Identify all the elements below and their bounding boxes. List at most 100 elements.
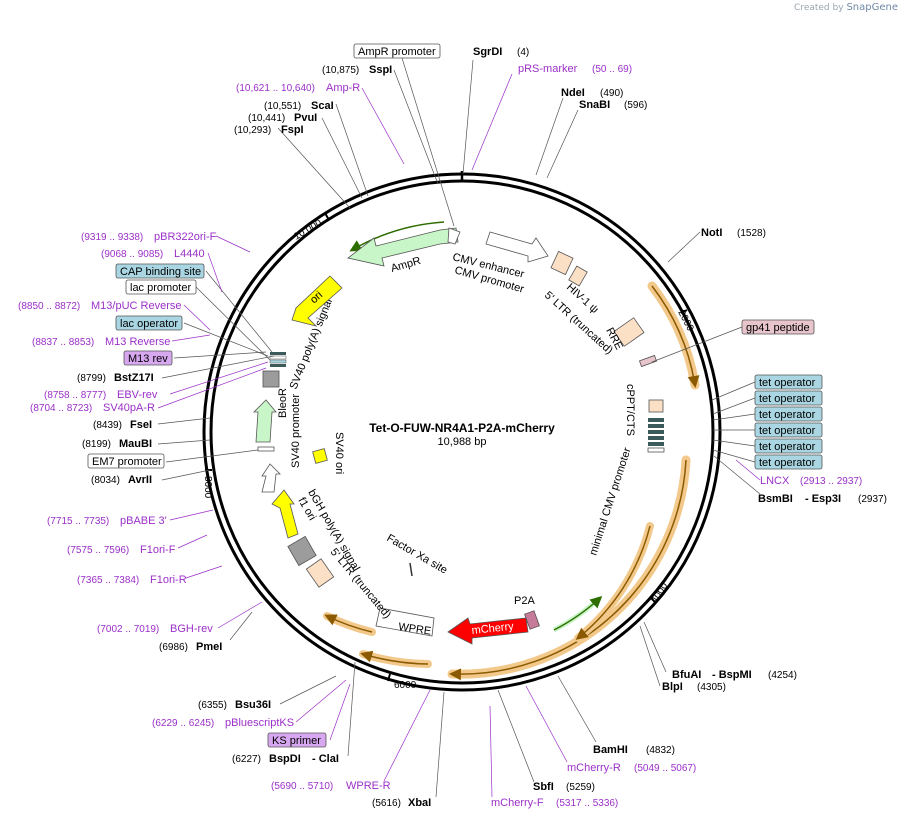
- m13-rev-box: M13 rev: [128, 353, 168, 365]
- enzyme-sspi-pos: (10,875): [322, 65, 359, 76]
- sv40-promoter-label: SV40 promoter: [290, 394, 302, 468]
- primer-lncx: LNCX: [760, 475, 790, 487]
- orf-track-2: [447, 455, 691, 679]
- factor-xa-label: Factor Xa site: [385, 532, 450, 576]
- tick-8000: 8000: [202, 476, 213, 499]
- orf-tracks: [323, 221, 700, 681]
- primer-prs-marker: pRS-marker: [518, 63, 578, 75]
- ampr-orf-arrow: [349, 221, 445, 252]
- primer-lncx-range: (2913 .. 2937): [800, 476, 862, 487]
- sv40-ori-label: SV40 ori: [333, 432, 345, 474]
- primer-sv40pa-r-range: (8704 .. 8723): [30, 403, 92, 414]
- lac-stack: [269, 352, 287, 367]
- snapgene-logo: SnapGene: [846, 2, 898, 13]
- primer-amp-r: Amp-R: [326, 82, 360, 94]
- ltr5b-label: 5' LTR (truncated): [328, 546, 393, 621]
- boxed-features: AmpR promoter gp41 peptide tet operator …: [87, 43, 823, 748]
- cppt-label: cPPT/CTS: [624, 384, 636, 436]
- primer-wpre-r: WPRE-R: [346, 780, 391, 792]
- enzyme-clai: - ClaI: [312, 753, 339, 765]
- primer-l4440-range: (9068 .. 9085): [101, 249, 163, 260]
- enzyme-blpi-pos: (4305): [697, 682, 726, 693]
- enzyme-fsei-pos: (8439): [93, 420, 122, 431]
- ampr-promoter-feature: [447, 227, 461, 245]
- primer-m13-reverse-range: (8837 .. 8853): [32, 337, 94, 348]
- enzyme-bsu36i: Bsu36I: [235, 699, 271, 711]
- p2a-label: P2A: [514, 595, 535, 607]
- enzyme-bamhi: BamHI: [593, 744, 628, 756]
- minimal-cmv-label: minimal CMV promoter: [587, 446, 633, 557]
- primer-wpre-r-range: (5690 .. 5710): [271, 781, 333, 792]
- snapgene-credit: Created by SnapGene: [794, 2, 898, 13]
- leader-lines: [157, 57, 761, 798]
- tet-operator-1: tet operator: [759, 377, 816, 389]
- primer-m13-reverse: M13 Reverse: [105, 336, 170, 348]
- lac-operator-box: lac operator: [120, 318, 178, 330]
- enzyme-pmei: PmeI: [196, 641, 222, 653]
- primer-l4440: L4440: [174, 248, 205, 260]
- tick-4000: 4000: [649, 581, 670, 606]
- primer-mcherry-f-range: (5317 .. 5336): [556, 798, 618, 809]
- primer-pbr322ori-f-range: (9319 .. 9338): [81, 232, 143, 243]
- primer-f1ori-f: F1ori-F: [140, 544, 176, 556]
- enzyme-bstz17i: BstZ17I: [114, 372, 154, 384]
- orf-arrow-4: [360, 650, 429, 665]
- tet-operator-4: tet operator: [759, 425, 816, 437]
- tet-operator-2: tet operator: [759, 393, 816, 405]
- enzyme-scai-pos: (10,551): [264, 101, 301, 112]
- f1-ori-feature: [271, 489, 299, 539]
- primer-f1ori-f-range: (7575 .. 7596): [67, 545, 129, 556]
- primer-bgh-rev: BGH-rev: [170, 623, 213, 635]
- primer-mcherry-f: mCherry-F: [491, 797, 544, 809]
- green-arrow: [553, 595, 603, 631]
- wpre-feature: [375, 607, 435, 637]
- enzyme-maubi: MauBI: [119, 438, 152, 450]
- enzyme-esp3i: - Esp3I: [805, 493, 841, 505]
- enzyme-noti-pos: (1528): [737, 228, 766, 239]
- enzyme-sgrdi-pos: (4): [517, 47, 529, 58]
- lac-promoter-box: lac promoter: [130, 282, 191, 294]
- tet-operator-6: tet operator: [759, 457, 816, 469]
- primer-ebv-rev: EBV-rev: [117, 389, 158, 401]
- em7-promoter-feature: [261, 463, 281, 493]
- enzyme-bspmi: - BspMI: [712, 669, 752, 681]
- enzyme-snabi: SnaBI: [579, 99, 610, 111]
- factor-xa-feature: [409, 562, 413, 577]
- sv40-ori-feature: [312, 448, 328, 464]
- plasmid-name: Tet-O-FUW-NR4A1-P2A-mCherry: [369, 421, 555, 435]
- credit-prefix: Created by: [794, 3, 844, 13]
- enzyme-sbfi-pos: (5259): [566, 782, 595, 793]
- ks-primer-box: KS primer: [272, 735, 321, 747]
- enzyme-avrii: AvrII: [128, 474, 152, 486]
- primer-ebv-rev-range: (8758 .. 8777): [44, 390, 106, 401]
- enzyme-xbai: XbaI: [408, 797, 431, 809]
- orf-track-1: [647, 281, 700, 390]
- primer-pbluescriptks-range: (6229 .. 6245): [152, 718, 214, 729]
- cppt-feature: [648, 399, 664, 413]
- sv40pa-feature: [262, 370, 280, 388]
- enzyme-bfuai-pos: (4254): [768, 670, 797, 681]
- enzyme-xbai-pos: (5616): [372, 798, 401, 809]
- bleor-label: BleoR: [277, 388, 289, 418]
- ori-feature: [291, 275, 343, 327]
- primer-m13puc-reverse-range: (8850 .. 8872): [18, 301, 80, 312]
- primer-bgh-rev-range: (7002 .. 7019): [97, 624, 159, 635]
- rre-feature: [613, 317, 645, 347]
- hiv-psi-feature: [568, 265, 588, 287]
- enzyme-fspi-pos: (10,293): [234, 125, 271, 136]
- enzyme-ndei-pos: (490): [600, 88, 623, 99]
- orf-track-4: [359, 650, 432, 668]
- orf-arrow-1: [651, 285, 700, 388]
- enzyme-bstz17i-pos: (8799): [77, 373, 106, 384]
- ampr-label: AmpR: [390, 255, 423, 275]
- orf-arrow-3: [575, 525, 651, 640]
- enzyme-ndei: NdeI: [561, 87, 585, 99]
- plasmid-length: 10,988 bp: [438, 436, 487, 448]
- enzyme-maubi-pos: (8199): [82, 439, 111, 450]
- enzyme-fsei: FseI: [130, 419, 152, 431]
- enzyme-pvui-pos: (10,441): [248, 113, 285, 124]
- primer-amp-r-range: (10,621 .. 10,640): [236, 83, 315, 94]
- primer-pbr322ori-f: pBR322ori-F: [154, 231, 217, 243]
- enzyme-bspdi-pos: (6227): [232, 754, 261, 765]
